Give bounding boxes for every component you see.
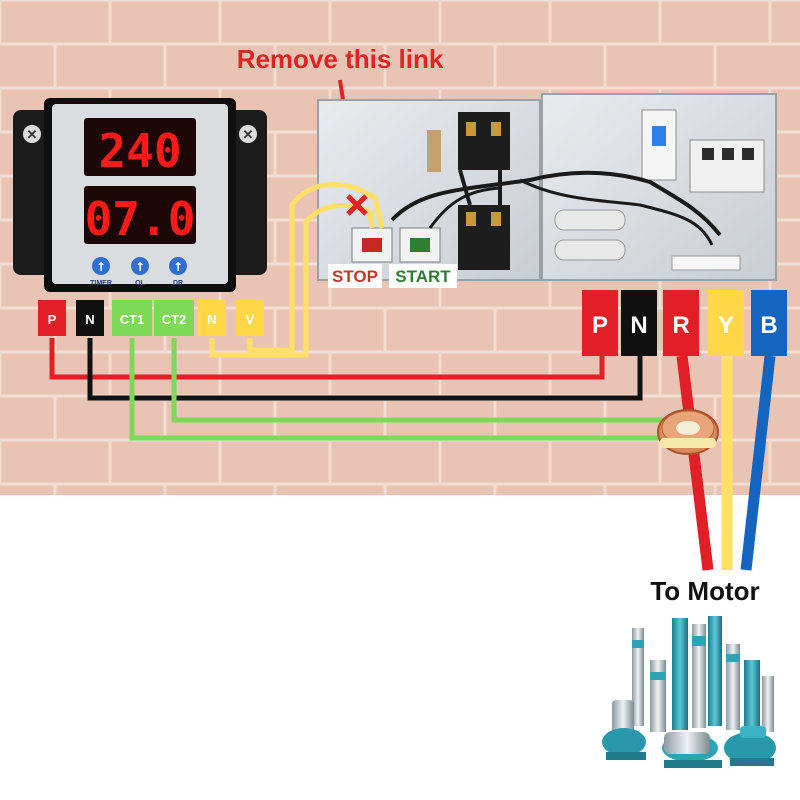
supply-terminal-n: N	[621, 290, 657, 356]
terminal-label: P	[48, 312, 57, 327]
terminal-block	[154, 300, 194, 336]
svg-text:↑: ↑	[173, 260, 183, 274]
meter-terminal-n: N	[76, 300, 104, 336]
supply-terminal-r: R	[663, 290, 699, 356]
relay-top	[458, 112, 510, 170]
capacitor	[554, 209, 626, 231]
svg-text:↑: ↑	[135, 260, 145, 274]
relay-bottom	[458, 205, 510, 270]
digital-meter: ✕ ✕ 240 07.0 ↑ TIMER ↑ OL ↑ DR	[13, 98, 267, 292]
terminal-block	[582, 290, 618, 356]
up-arrow-icon[interactable]	[131, 257, 149, 275]
meter-terminal-p: P	[38, 300, 66, 336]
capacitor	[554, 239, 626, 261]
yellow-wire-v	[247, 181, 385, 353]
terminal-label: CT2	[162, 312, 187, 327]
up-arrow-icon[interactable]	[169, 257, 187, 275]
start-label-bg	[389, 264, 457, 288]
terminal-block	[663, 290, 699, 356]
terminal-label: N	[207, 312, 216, 327]
red-wire-r	[676, 355, 714, 571]
blue-wire-b	[740, 355, 776, 571]
supply-terminal-b: B	[751, 290, 787, 356]
supply-terminal-p: P	[582, 290, 618, 356]
voltage-readout: 240	[98, 124, 181, 178]
black-wire-neutral	[87, 338, 643, 401]
contactor	[689, 139, 765, 193]
meter-button-label: DR	[173, 280, 183, 287]
current-transformer-icon	[657, 409, 719, 455]
voltage-display	[84, 118, 196, 176]
meter-terminal-v: V	[236, 300, 264, 336]
terminal-label: N	[630, 312, 647, 339]
current-readout: 07.0	[85, 192, 196, 246]
terminal-block	[198, 300, 226, 336]
terminal-label: N	[85, 312, 94, 327]
motor-label: To Motor	[650, 576, 759, 606]
start-label: START	[395, 267, 451, 286]
meter-terminal-n: N	[198, 300, 226, 336]
meter-button-label: OL	[135, 280, 145, 287]
terminal-label: V	[246, 312, 255, 327]
svg-text:✕: ✕	[243, 127, 254, 142]
submersible-pumps-icon	[602, 616, 776, 768]
up-arrow-icon[interactable]	[92, 257, 110, 275]
green-wire-ct2	[171, 338, 668, 423]
meter-button-dr[interactable]: ↑ DR	[169, 257, 187, 287]
current-display	[84, 186, 196, 244]
terminal-block	[708, 290, 744, 356]
annotation-text: Remove this link	[237, 44, 444, 74]
svg-text:✕: ✕	[27, 127, 38, 142]
stop-label: STOP	[332, 267, 378, 286]
terminal-block	[621, 290, 657, 356]
svg-text:↑: ↑	[96, 260, 106, 274]
meter-terminals: P N CT1 CT2 N V	[38, 300, 264, 336]
terminal-block	[751, 290, 787, 356]
control-panel	[317, 93, 777, 281]
meter-button-ol[interactable]: ↑ OL	[131, 257, 149, 287]
terminal-label: R	[672, 312, 689, 339]
terminal-strip	[671, 255, 741, 271]
remove-link-mark	[346, 194, 368, 216]
supply-terminal-y: Y	[708, 290, 744, 356]
meter-terminal-ct2: CT2	[154, 300, 194, 336]
terminal-label: B	[760, 312, 777, 339]
stop-switch	[351, 227, 393, 263]
green-wire-ct1	[129, 338, 668, 441]
meter-terminal-ct1: CT1	[112, 300, 152, 336]
terminal-block	[112, 300, 152, 336]
stop-label-bg	[328, 264, 382, 288]
red-wire-phase	[49, 338, 605, 380]
handle-slot	[427, 130, 441, 172]
terminal-label: Y	[718, 312, 734, 339]
meter-button-timer[interactable]: ↑ TIMER	[90, 257, 112, 287]
screw-icon	[23, 125, 41, 143]
meter-button-label: TIMER	[90, 280, 112, 287]
terminal-label: CT1	[120, 312, 145, 327]
terminal-block	[76, 300, 104, 336]
screw-icon	[239, 125, 257, 143]
terminal-label: P	[592, 312, 608, 339]
terminal-block	[236, 300, 264, 336]
terminal-block	[38, 300, 66, 336]
